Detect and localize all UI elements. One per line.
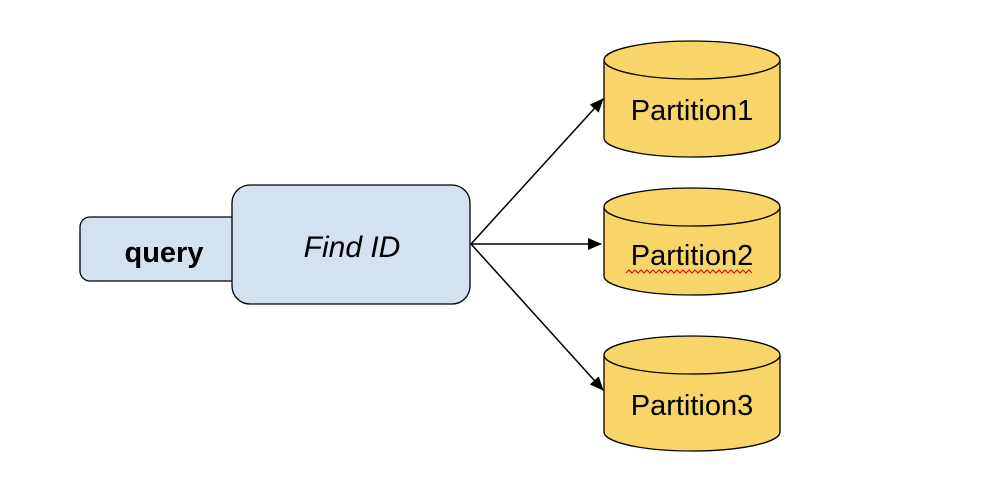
query-label: query: [125, 237, 204, 269]
spellcheck-underline: [625, 269, 753, 274]
partition3-body: [603, 355, 781, 452]
find-id-box: [231, 184, 471, 305]
partition3-top: [603, 335, 781, 375]
partition3-cylinder: Partition3: [603, 335, 781, 452]
partition2-label: Partition2: [631, 240, 754, 272]
find-id-node: Find ID: [231, 184, 471, 305]
partition1-top: [603, 40, 781, 80]
partition2-body: [603, 207, 781, 296]
partition1-label: Partition1: [631, 95, 754, 127]
arrow-to-partition1: [470, 98, 604, 245]
find-id-label: Find ID: [304, 231, 401, 264]
query-node: query: [79, 216, 257, 282]
partition1-body: [603, 60, 781, 158]
partition2-top: [603, 187, 781, 227]
partition1-cylinder: Partition1: [603, 40, 781, 158]
partition2-cylinder: Partition2: [603, 187, 781, 296]
edges: [470, 98, 604, 391]
arrow-to-partition3: [470, 243, 604, 391]
partition3-label: Partition3: [631, 390, 754, 422]
